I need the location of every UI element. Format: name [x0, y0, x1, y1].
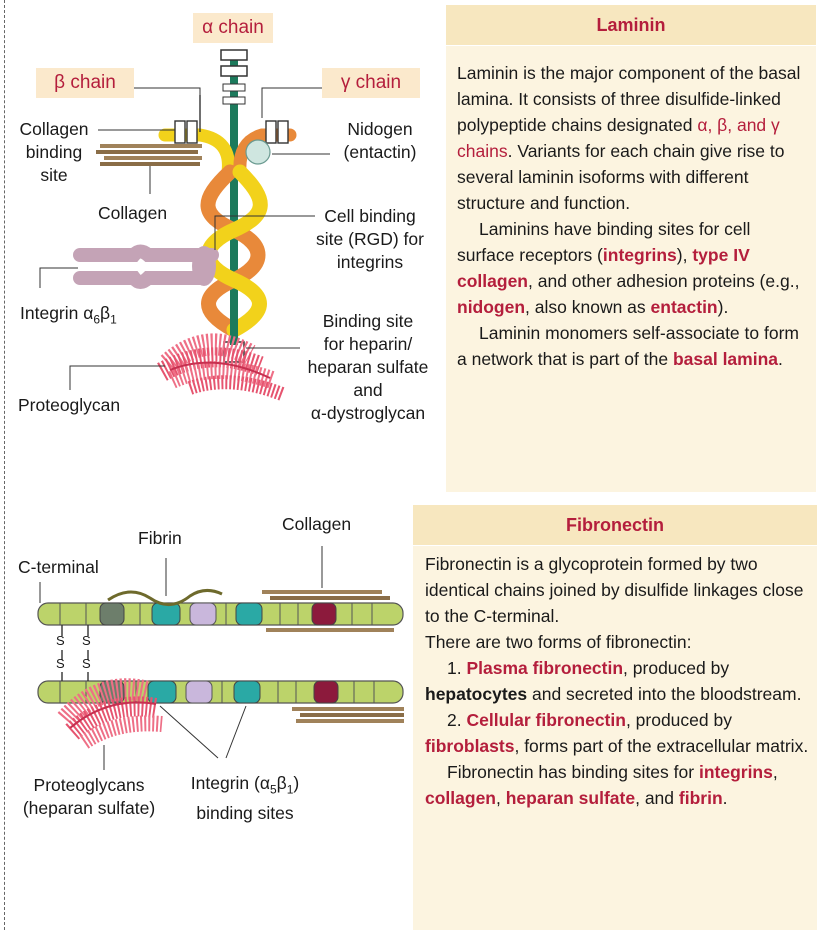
laminin-molecule — [40, 50, 330, 394]
laminin-collagen-label: Collagen — [98, 202, 167, 225]
fibronectin-paragraph-1: Fibronectin is a glycoprotein formed by … — [425, 551, 809, 629]
gamma-chain-label: γ chain — [322, 68, 420, 98]
nidogen-globule — [246, 140, 270, 164]
heparin-binding-site-label: Binding site for heparin/ heparan sulfat… — [296, 310, 440, 425]
laminin-panel-text: Laminin is the major component of the ba… — [457, 60, 809, 372]
fibronectin-panel-title: Fibronectin — [413, 505, 817, 545]
proteoglycans-label: Proteoglycans (heparan sulfate) — [14, 774, 164, 820]
nidogen-label: Nidogen (entactin) — [328, 118, 432, 164]
fibrin-label: Fibrin — [138, 527, 182, 550]
fibronectin-paragraph-4: Fibronectin has binding sites for integr… — [425, 759, 809, 811]
disulfide-s-label-2: S — [56, 655, 65, 673]
cell-binding-site-label: Cell binding site (RGD) for integrins — [300, 205, 440, 274]
integrin-a6b1-label: Integrin α6β1 — [20, 302, 117, 332]
fibronectin-paragraph-2: There are two forms of fibronectin: — [425, 629, 809, 655]
laminin-proteoglycan — [162, 344, 282, 394]
laminin-paragraph-3: Laminin monomers self-associate to form … — [457, 320, 809, 372]
fibronectin-chain-top — [38, 603, 403, 625]
alpha-chain-label: α chain — [193, 13, 273, 43]
integrin-a5b1-label: Integrin (α5β1) binding sites — [170, 772, 320, 825]
fibronectin-panel-text: Fibronectin is a glycoprotein formed by … — [425, 551, 809, 811]
fibronectin-molecule — [38, 546, 404, 770]
laminin-paragraph-1: Laminin is the major component of the ba… — [457, 60, 809, 216]
disulfide-s-label-3: S — [82, 632, 91, 650]
fibronectin-item-1: 1. Plasma fibronectin, produced by hepat… — [425, 655, 809, 707]
fibronectin-collagen-bottom — [292, 707, 404, 723]
integrin-a6b1-shape — [80, 246, 216, 286]
beta-chain-label: β chain — [36, 68, 134, 98]
proteoglycan-label: Proteoglycan — [18, 394, 120, 417]
laminin-paragraph-2: Laminins have binding sites for cell sur… — [457, 216, 809, 320]
disulfide-s-label-4: S — [82, 655, 91, 673]
laminin-collagen-bundle — [96, 144, 202, 166]
disulfide-s-label-1: S — [56, 632, 65, 650]
alpha-globular-domain — [221, 50, 247, 60]
laminin-panel-title: Laminin — [446, 5, 816, 45]
c-terminal-label: C-terminal — [18, 556, 99, 579]
fibronectin-proteoglycans — [66, 689, 162, 742]
fibronectin-item-2: 2. Cellular fibronectin, produced by fib… — [425, 707, 809, 759]
collagen-binding-site-label: Collagen binding site — [10, 118, 98, 187]
fibronectin-collagen-label: Collagen — [282, 513, 351, 536]
